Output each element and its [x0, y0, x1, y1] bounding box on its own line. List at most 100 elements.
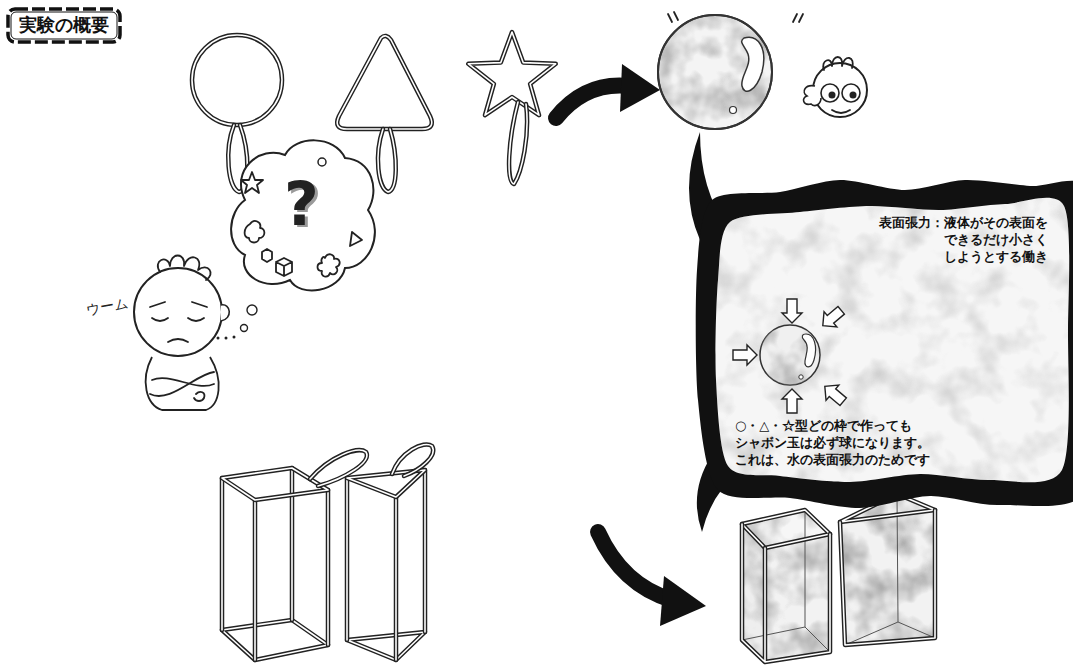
thinking-person	[194, 392, 204, 401]
thought-bubble	[318, 158, 326, 166]
cloud-outline	[782, 389, 802, 413]
ring-frame	[192, 35, 282, 125]
cloud-outline	[760, 325, 820, 385]
thinking-person	[146, 357, 219, 410]
soap-bubble	[658, 15, 772, 129]
soap-bubble	[658, 15, 772, 129]
thinking-person	[158, 256, 211, 281]
surprised-face	[850, 92, 857, 99]
thought-bubble	[262, 249, 272, 262]
thought-bubble	[241, 172, 263, 193]
soap-bubble	[668, 12, 678, 22]
title: 実験の概要	[6, 7, 122, 44]
cloud-outline	[782, 299, 802, 323]
star-frame	[509, 102, 527, 184]
flow-arrow	[620, 64, 660, 112]
thought-bubble	[231, 140, 375, 290]
surprised-face	[821, 84, 839, 102]
ring-frame	[192, 35, 282, 125]
cloud-outline	[715, 198, 1069, 482]
soap-bubble	[793, 14, 803, 22]
star-frame	[468, 32, 555, 184]
prism-film-triangle	[840, 510, 935, 645]
surprised-face	[842, 84, 860, 102]
thinking-person	[150, 302, 207, 307]
prism-frame-square	[222, 468, 328, 660]
prism-frame-triangle	[347, 444, 433, 660]
thinking-person	[150, 372, 214, 396]
prism-frame-triangle	[347, 632, 425, 660]
prism-frame-triangle	[347, 470, 425, 660]
thinking-person	[241, 325, 248, 332]
triangle-frame	[337, 36, 432, 129]
cloud-outline	[818, 379, 849, 410]
prism-film-square	[742, 510, 830, 548]
star-frame	[468, 32, 555, 115]
surprised-face	[823, 57, 853, 70]
triangle-frame	[378, 129, 396, 192]
prism-frame-triangle	[392, 444, 433, 476]
thinking-person	[221, 305, 229, 321]
soap-bubble	[658, 15, 772, 129]
cloud-outline	[715, 198, 1069, 482]
flow-arrow	[660, 576, 706, 626]
question-mark: ?	[284, 170, 319, 239]
thinking-person	[134, 268, 222, 356]
prism-film-triangle	[840, 510, 935, 645]
prism-film-square	[742, 510, 832, 664]
prism-frame-triangle	[347, 470, 425, 660]
star-frame	[468, 32, 555, 115]
cloud-outline	[799, 375, 803, 379]
prism-film-square	[742, 510, 832, 664]
prism-film-square	[742, 524, 830, 662]
thinking-person	[247, 305, 257, 315]
surprised-face	[813, 63, 867, 117]
soap-bubble	[658, 12, 803, 129]
surprised-face	[832, 110, 850, 113]
thinking-person	[217, 337, 220, 340]
thought-bubble	[318, 254, 340, 276]
definition-text: 表面張力：液体がその表面を できるだけ小さく しようとする働き	[868, 215, 1048, 266]
thinking-sound: ウーム	[85, 294, 129, 317]
cloud-outline	[760, 325, 820, 385]
explanation-text: ○・△・☆型どの枠で作っても シャボン玉は必ず球になります。 これは、水の表面張…	[735, 418, 941, 469]
thought-bubble	[231, 140, 375, 290]
triangle-frame	[378, 129, 396, 192]
prism-frame-square	[222, 620, 328, 660]
thinking-person	[233, 336, 236, 339]
prism-frame-triangle	[347, 632, 425, 660]
surprised-face	[804, 86, 821, 106]
flow-arrow	[556, 86, 628, 118]
cloud-outline	[816, 303, 847, 334]
thought-bubble	[245, 221, 265, 242]
prism-frame-triangle	[392, 444, 433, 476]
cloud-outline	[802, 334, 815, 367]
prism-frame-square	[222, 620, 328, 660]
prism-film-triangle	[838, 492, 937, 648]
thinking-person	[152, 318, 204, 321]
triangle-frame	[337, 36, 432, 129]
cloud-outline	[689, 132, 1073, 532]
surprised-face	[829, 92, 836, 99]
thought-bubble	[350, 232, 362, 246]
thinking-person	[168, 339, 188, 342]
thought-cloud: 表面張力：液体がその表面を できるだけ小さく しようとする働き ○・△・☆型どの枠…	[690, 175, 1073, 515]
soap-bubble	[730, 107, 737, 114]
soap-bubble	[742, 37, 764, 91]
flow-arrow	[598, 532, 706, 626]
star-frame	[509, 102, 527, 184]
prism-frame-square	[222, 468, 328, 500]
cloud-outline	[733, 345, 757, 365]
flow-arrow	[598, 532, 672, 600]
surprised-face	[804, 57, 867, 117]
prism-film-square	[742, 510, 830, 548]
prism-frame-square	[222, 468, 328, 660]
thinking-person	[225, 337, 228, 340]
thinking-person	[134, 256, 257, 411]
prism-film-square	[742, 510, 830, 652]
flow-arrow	[556, 64, 660, 118]
thought-bubble	[276, 258, 292, 276]
prism-frame-square	[222, 468, 328, 500]
cloud-outline	[696, 180, 1073, 508]
prism-film-square	[742, 524, 830, 662]
